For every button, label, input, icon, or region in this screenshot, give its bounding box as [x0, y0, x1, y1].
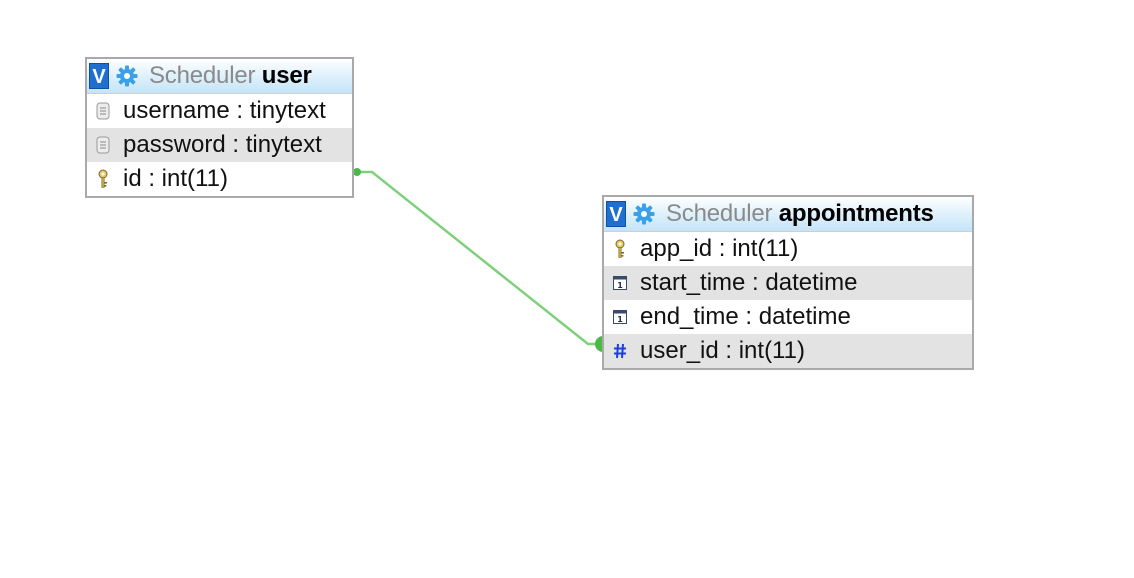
column-row-id[interactable]: id : int(11)	[87, 162, 352, 196]
relation-end-marker	[595, 336, 603, 352]
toggle-button[interactable]: V	[89, 63, 109, 89]
column-row-username[interactable]: username : tinytext	[87, 94, 352, 128]
column-label: start_time : datetime	[640, 269, 858, 296]
table-header[interactable]: V Scheduler appointments	[604, 197, 972, 232]
column-row-user-id[interactable]: user_id : int(11)	[604, 334, 972, 368]
numeric-hash-icon	[612, 341, 628, 361]
primary-key-icon	[612, 239, 628, 259]
column-label: password : tinytext	[123, 131, 322, 158]
relation-start-dot	[353, 168, 361, 176]
datetime-icon: 1	[612, 307, 628, 327]
database-name: Scheduler	[149, 62, 256, 89]
toggle-button[interactable]: V	[606, 201, 626, 227]
table-name: user	[261, 62, 312, 89]
database-name: Scheduler	[666, 200, 773, 227]
gear-icon[interactable]	[115, 64, 139, 88]
svg-text:1: 1	[617, 315, 623, 324]
column-label: id : int(11)	[123, 165, 228, 192]
column-row-password[interactable]: password : tinytext	[87, 128, 352, 162]
datetime-icon: 1	[612, 273, 628, 293]
column-row-end-time[interactable]: 1 end_time : datetime	[604, 300, 972, 334]
table-title: Scheduler user	[149, 62, 312, 90]
gear-icon[interactable]	[632, 202, 656, 226]
column-label: end_time : datetime	[640, 303, 851, 330]
column-label: username : tinytext	[123, 97, 326, 124]
relation-user-id-to-appointments-user-id[interactable]	[353, 168, 603, 352]
column-label: app_id : int(11)	[640, 235, 799, 262]
text-field-icon	[95, 101, 111, 121]
table-appointments[interactable]: V Scheduler appointments app_id : int(11…	[602, 195, 974, 370]
primary-key-icon	[95, 169, 111, 189]
column-row-start-time[interactable]: 1 start_time : datetime	[604, 266, 972, 300]
table-title: Scheduler appointments	[666, 200, 934, 228]
column-label: user_id : int(11)	[640, 337, 805, 364]
column-row-app-id[interactable]: app_id : int(11)	[604, 232, 972, 266]
table-header[interactable]: V Scheduler user	[87, 59, 352, 94]
svg-text:1: 1	[617, 281, 623, 290]
relation-line	[357, 170, 600, 346]
text-field-icon	[95, 135, 111, 155]
table-user[interactable]: V Scheduler user username : tinytext	[85, 57, 354, 198]
table-name: appointments	[778, 200, 934, 227]
